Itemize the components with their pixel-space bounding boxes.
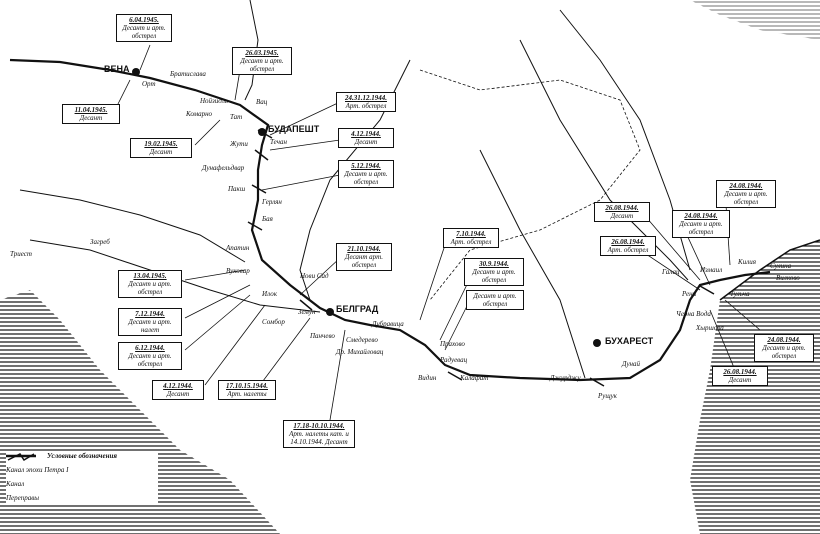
place-chernavoda: Черна Вода [676, 310, 711, 318]
place-tulcha: Тульча [730, 290, 750, 298]
place-gerlyan: Герлян [262, 198, 282, 206]
place-zemun: Земун [298, 308, 316, 316]
place-vukovar: Вуковар [226, 267, 250, 275]
leader-lines [114, 44, 761, 421]
place-vidin: Видин [418, 374, 437, 382]
place-sulina: Сулина [770, 262, 792, 270]
place-dubravica: Дубравица [372, 320, 404, 328]
place-kalafat: Калафат [460, 374, 489, 382]
north-top-sea [690, 0, 820, 40]
callout: 5.12.1944.Десант и арт. обстрел [338, 160, 394, 188]
capital-vena: ВЕНА [104, 64, 130, 74]
belgrad-marker [326, 308, 334, 316]
place-radujevac: Радуевац [440, 356, 468, 364]
place-apatin: Апатин [226, 244, 250, 252]
place-baya: Бая [262, 215, 273, 223]
callout: 26.08.1944.Арт. обстрел [600, 236, 656, 256]
place-dunafeldvar: Дунафельдвар [202, 164, 245, 172]
callout: 24.31.12.1944.Арт. обстрел [336, 92, 396, 112]
place-bratislava: Братислава [170, 70, 206, 78]
callout: Десант и арт. обстрел [466, 290, 524, 310]
black-sea [690, 240, 820, 534]
callout: 24.08.1944.Десант и арт. обстрел [672, 210, 730, 238]
callout: 4.12.1944.Десант [338, 128, 394, 148]
callout: 11.04.1945.Десант [62, 104, 120, 124]
drava-river [19, 189, 246, 263]
siret-river [519, 39, 689, 281]
callout: 17.18-10.10.1944.Арт. налеты кат. и 14.1… [283, 420, 355, 448]
place-neusiedl: Нойзидль [200, 97, 229, 105]
callout: 6.12.1944.Десант и арт. обстрел [118, 342, 182, 370]
callout: 30.9.1944.Десант и арт. обстрел [464, 258, 524, 286]
place-mihailovac: Др. Михайловац [336, 348, 384, 356]
place-galats: Галац [662, 268, 680, 276]
budapesht-marker [258, 128, 266, 136]
olt-river [479, 149, 586, 379]
place-paks: Пакш [228, 185, 246, 193]
capital-budapesht: БУДАПЕШТ [268, 124, 320, 134]
callout: 7.12.1944.Десант и арт. налет [118, 308, 182, 336]
callout: 6.04.1945.Десант и арт. обстрел [116, 14, 172, 42]
callout: 24.08.1944.Десант и арт. обстрел [754, 334, 814, 362]
capital-bukharest: БУХАРЕСТ [605, 336, 654, 346]
place-ruschuk: Рущук [598, 392, 617, 400]
place-novisad: Нови Сад [300, 272, 329, 280]
danube-river [9, 58, 771, 382]
legend-item-crossing: Переправы [6, 453, 158, 505]
place-sombor: Сомбор [262, 318, 285, 326]
mountain-line [419, 69, 641, 301]
black-sea-coast [719, 239, 820, 301]
place-ort: Орт [142, 80, 156, 88]
place-zagreb: Загреб [90, 238, 110, 246]
legend: Условные обозначения Канал эпохи Петра I… [6, 452, 158, 505]
place-pancevo: Панчево [310, 332, 335, 340]
place-izmail: Измаил [700, 266, 723, 274]
callout: 26.08.1944.Десант [594, 202, 650, 222]
place-reni: Рени [682, 290, 697, 298]
place-smederevo: Смедерево [346, 336, 378, 344]
place-vilkovo: Вилково [776, 274, 800, 282]
callout: 26.03.1945.Десант и арт. обстрел [232, 47, 292, 75]
place-trieste: Триест [10, 250, 32, 258]
place-hirsova: Хыршова [696, 324, 724, 332]
prut-river [559, 9, 691, 271]
callout: 21.10.1944.Десант арт. обстрел [336, 243, 392, 271]
callout: 4.12.1944.Десант [152, 380, 204, 400]
vena-marker [132, 68, 140, 76]
callout: 26.08.1944.Десант [712, 366, 768, 386]
place-dunay: Дунай [622, 360, 641, 368]
place-tat: Тат [230, 113, 243, 121]
place-zhutsi: Жути [230, 140, 248, 148]
place-vac: Вац [256, 98, 268, 106]
place-dzhurdzhu: Джурджу [550, 374, 581, 382]
place-komarno: Комарно [186, 110, 213, 118]
callout: 24.08.1944.Десант и арт. обстрел [716, 180, 776, 208]
place-ilok: Илок [262, 290, 277, 298]
bukharest-marker [593, 339, 601, 347]
crossing-icon [7, 453, 35, 462]
place-techan: Течан [270, 138, 287, 146]
callout: 19.02.1945.Десант [130, 138, 192, 158]
callout: 17.10.15.1944.Арт. налеты [218, 380, 276, 400]
callout: 7.10.1944.Арт. обстрел [443, 228, 499, 248]
callout: 13.04.1945.Десант и арт. обстрел [118, 270, 182, 298]
place-prahovo: Прахово [440, 340, 465, 348]
capital-belgrad: БЕЛГРАД [336, 304, 379, 314]
place-kiliya: Килия [738, 258, 756, 266]
legend-title: Условные обозначения [47, 452, 117, 460]
legend-item-peter-canal: Канал эпохи Петра I [6, 454, 158, 477]
legend-item-canal: Канал [6, 455, 158, 491]
